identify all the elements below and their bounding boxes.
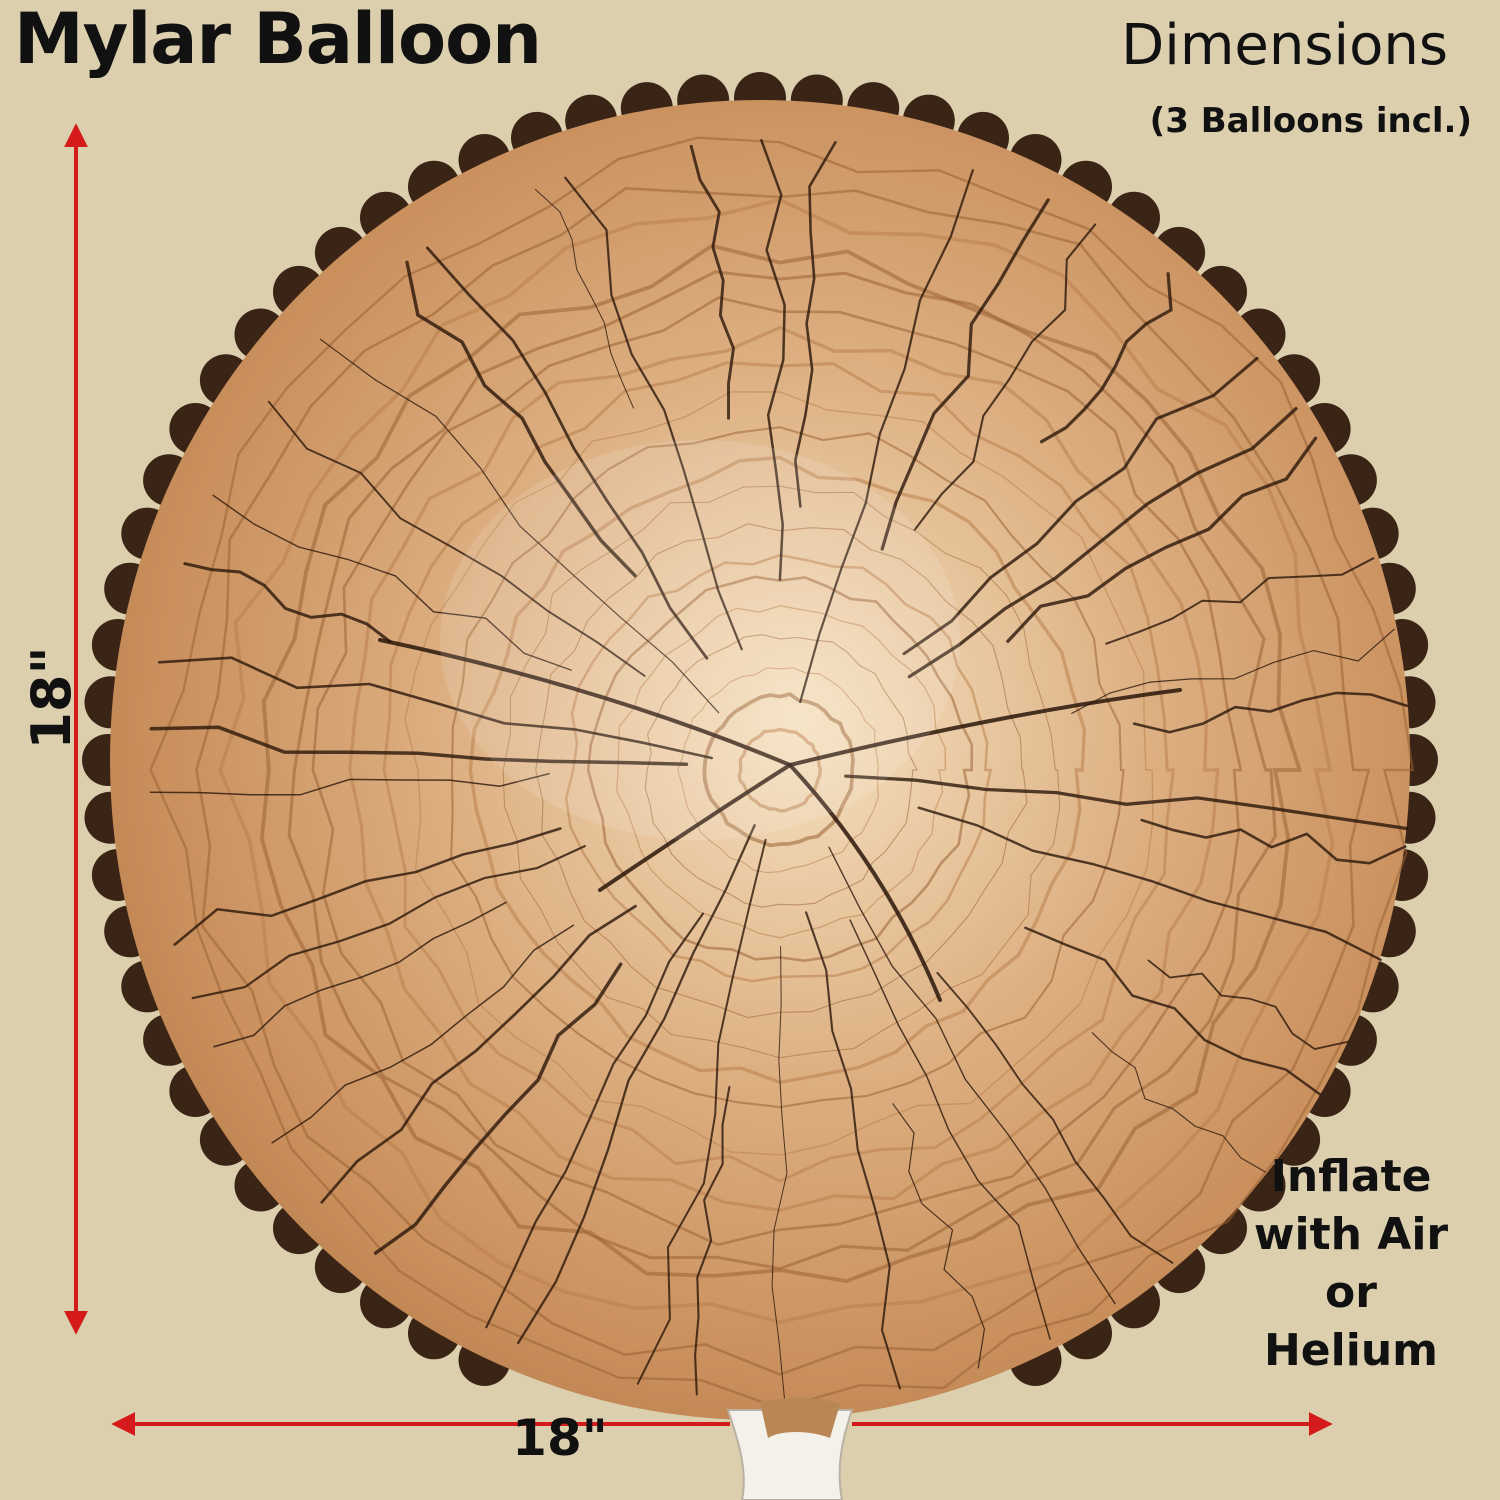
tree-ring	[502, 485, 1061, 1059]
tree-ring	[586, 575, 974, 963]
wood-crack	[902, 356, 1259, 656]
wood-crack	[485, 912, 704, 1329]
wood-crack	[378, 638, 792, 767]
wood-crack	[793, 141, 837, 508]
wood-crack	[173, 827, 562, 946]
wood-crack	[799, 169, 974, 704]
tree-ring	[644, 634, 918, 908]
wood-crack	[1091, 1032, 1266, 1173]
wood-crack	[788, 763, 942, 1002]
wood-crack	[1140, 818, 1407, 865]
wood-crack	[1039, 272, 1173, 444]
inflate-line: Inflate	[1270, 1151, 1432, 1202]
wood-crack	[828, 846, 1116, 1305]
wood-crack	[267, 400, 646, 677]
balloon-highlight	[440, 440, 960, 840]
wood-crack	[1024, 926, 1322, 1096]
tree-ring	[382, 361, 1176, 1183]
tree-ring	[348, 325, 1220, 1212]
balloons-included-note: (3 Balloons incl.)	[1149, 101, 1472, 141]
wood-crack	[636, 838, 767, 1385]
wood-crack	[689, 144, 735, 420]
wood-crack	[849, 919, 1051, 1340]
wood-crack	[1006, 436, 1318, 643]
wood-crack	[892, 1103, 986, 1369]
tree-ring	[287, 270, 1277, 1271]
wood-crack	[212, 494, 572, 671]
tree-ring	[450, 426, 1125, 1109]
wood-crack	[1105, 557, 1375, 645]
tree-ring	[737, 727, 823, 813]
tree-ring	[468, 455, 1087, 1085]
tree-ring	[195, 186, 1371, 1376]
page-title: Mylar Balloon	[14, 0, 542, 80]
tree-ring	[564, 553, 993, 983]
wood-crack	[319, 338, 720, 714]
wood-crack	[271, 924, 575, 1144]
wood-crack	[517, 824, 756, 1345]
wood-crack	[1132, 691, 1408, 734]
tree-ring	[218, 197, 1335, 1324]
wood-crack	[913, 223, 1097, 531]
dimensions-heading: Dimensions	[1121, 13, 1448, 78]
wood-crack	[191, 845, 586, 1000]
wood-crack	[149, 725, 689, 766]
wood-crack	[320, 904, 637, 1204]
wood-crack	[534, 188, 634, 409]
wood-crack	[694, 1085, 731, 1396]
wood-crack	[880, 198, 1050, 551]
tree-rings	[149, 136, 1415, 1410]
wood-crack	[373, 962, 623, 1255]
wood-crack	[598, 763, 792, 892]
height-label: 18"	[20, 646, 83, 750]
wood-crack	[917, 806, 1382, 961]
tree-ring	[702, 692, 855, 848]
wood-crack	[805, 911, 901, 1390]
wood-crack	[426, 246, 709, 660]
inflate-line: or	[1325, 1267, 1377, 1318]
wood-crack	[405, 260, 637, 578]
wood-crack	[149, 772, 550, 796]
wood-crack	[788, 688, 1182, 767]
wood-crack	[158, 656, 713, 760]
wood-crack	[1071, 628, 1395, 714]
tree-ring	[535, 523, 1028, 1019]
width-label: 18"	[512, 1409, 608, 1467]
tree-ring	[616, 605, 946, 939]
wood-crack	[213, 901, 507, 1048]
wood-crack	[844, 774, 1409, 831]
inflate-instructions: Inflate with Air or Helium	[1226, 1148, 1476, 1380]
tree-ring	[311, 296, 1243, 1247]
inflate-line: Helium	[1263, 1325, 1438, 1376]
tree-ring	[149, 136, 1415, 1410]
wood-crack	[1147, 959, 1350, 1050]
tree-ring	[259, 243, 1303, 1284]
wood-cracks	[149, 139, 1409, 1401]
wood-crack	[907, 406, 1298, 679]
wood-crack	[936, 971, 1174, 1264]
balloon-valve	[760, 1397, 840, 1438]
wood-crack	[183, 562, 392, 643]
balloon-body	[110, 100, 1410, 1420]
wood-crack	[564, 176, 743, 651]
tree-ring	[404, 391, 1154, 1156]
inflate-line: with Air	[1253, 1209, 1449, 1260]
wood-crack	[760, 139, 786, 581]
wood-crack	[771, 946, 788, 1401]
